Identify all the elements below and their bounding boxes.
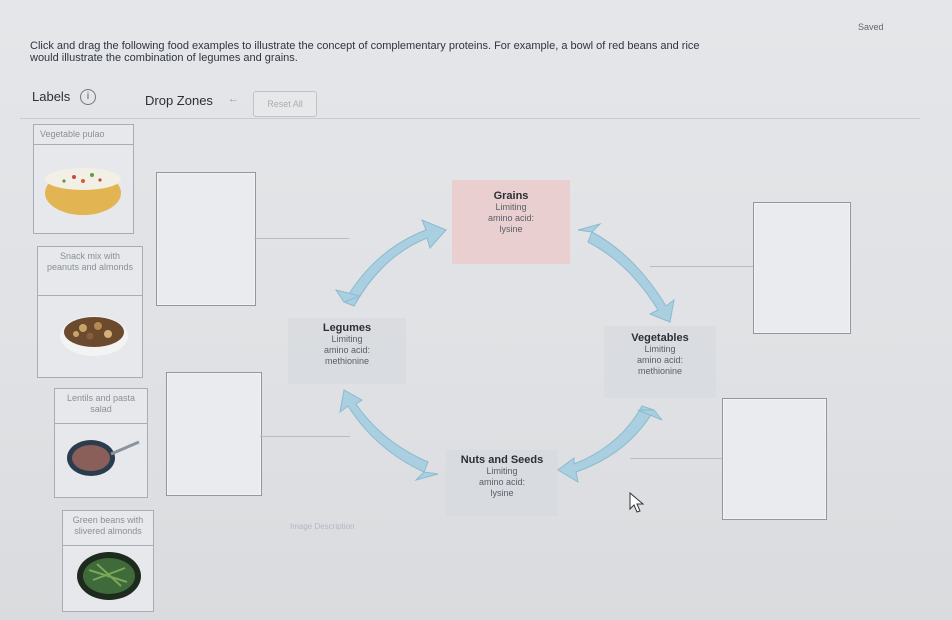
- node-line: Limiting: [486, 466, 518, 476]
- drop-zones-title: Drop Zones: [145, 93, 213, 108]
- node-line: amino acid:: [478, 477, 526, 487]
- node-line: Limiting: [644, 344, 676, 354]
- node-line: lysine: [499, 224, 523, 234]
- grains-node: Grains Limiting amino acid: lysine: [452, 180, 570, 264]
- label-card-green-beans[interactable]: Green beans with slivered almonds: [62, 510, 154, 612]
- vegetables-node: Vegetables Limiting amino acid: methioni…: [604, 326, 716, 398]
- drop-zone-bottom-left[interactable]: [166, 372, 262, 496]
- connector-line: [254, 238, 349, 239]
- label-card-text: Snack mix with peanuts and almonds: [38, 247, 142, 296]
- drop-zone-top-right[interactable]: [753, 202, 851, 334]
- node-line: lysine: [490, 488, 514, 498]
- label-card-snack-mix[interactable]: Snack mix with peanuts and almonds: [37, 246, 143, 378]
- snack-mix-image: [38, 296, 142, 377]
- toolbar-divider: [20, 118, 920, 119]
- node-line: Limiting: [495, 202, 527, 212]
- node-line: amino acid:: [636, 355, 684, 365]
- node-title: Nuts and Seeds: [460, 454, 544, 466]
- cycle-arrows: [334, 219, 675, 484]
- mouse-cursor-icon: [629, 492, 645, 513]
- cycle-arrow-icon: [334, 219, 675, 484]
- node-line: amino acid:: [487, 213, 535, 223]
- info-icon[interactable]: i: [80, 89, 96, 105]
- image-description-button[interactable]: Image Description: [290, 522, 355, 531]
- node-line: methionine: [637, 366, 683, 376]
- drop-zone-top-left[interactable]: [156, 172, 256, 306]
- node-title: Vegetables: [631, 332, 689, 344]
- saved-status: Saved: [858, 22, 884, 32]
- labels-title: Labels: [32, 89, 71, 104]
- label-card-lentils-pasta[interactable]: Lentils and pasta salad: [54, 388, 148, 498]
- label-card-text: Green beans with slivered almonds: [63, 511, 153, 546]
- label-card-vegetable-pulao[interactable]: Vegetable pulao: [33, 124, 134, 234]
- legumes-node: Legumes Limiting amino acid: methionine: [288, 318, 406, 384]
- node-line: Limiting: [331, 334, 363, 344]
- connector-line: [650, 266, 753, 267]
- instructions-text: Click and drag the following food exampl…: [30, 40, 700, 64]
- node-line: amino acid:: [323, 345, 371, 355]
- node-title: Legumes: [322, 322, 372, 334]
- connector-line: [260, 436, 350, 437]
- node-line: methionine: [324, 356, 370, 366]
- connector-line: [630, 458, 722, 459]
- reset-all-button[interactable]: Reset All: [253, 91, 317, 117]
- pulao-image: [34, 145, 133, 230]
- label-card-text: Vegetable pulao: [34, 125, 133, 145]
- nuts-seeds-node: Nuts and Seeds Limiting amino acid: lysi…: [446, 450, 558, 516]
- green-beans-image: [63, 546, 153, 615]
- lentils-image: [55, 424, 147, 505]
- node-title: Grains: [493, 190, 529, 202]
- drop-zone-bottom-right[interactable]: [722, 398, 827, 520]
- arrow-left-icon: ←: [228, 93, 239, 105]
- label-card-text: Lentils and pasta salad: [55, 389, 147, 424]
